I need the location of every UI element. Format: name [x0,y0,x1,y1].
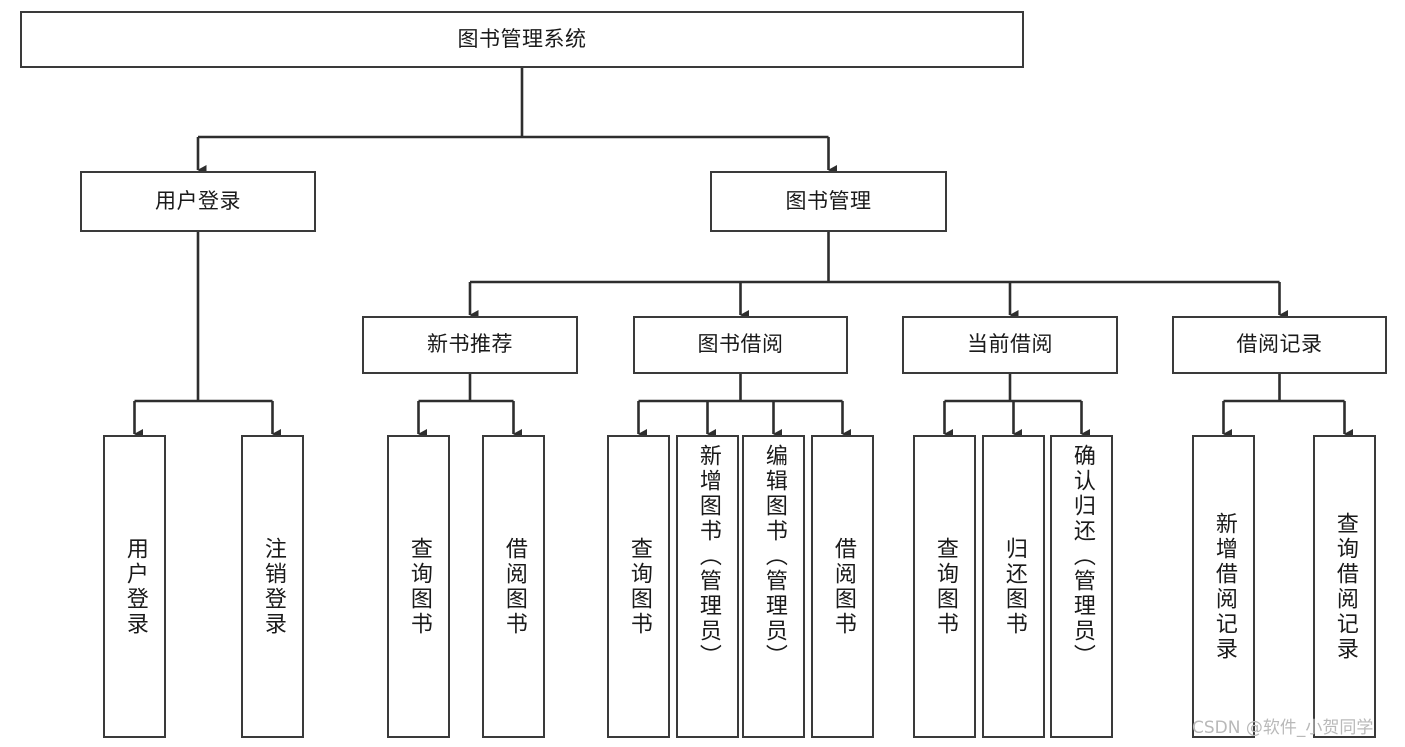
node-label: 新增借阅记录 [1211,511,1237,662]
node-label: 查询图书 [406,536,432,637]
node-current-borrow: 当前借阅 [902,316,1118,374]
node-root: 图书管理系统 [20,11,1024,68]
node-leaf-cb-query-book: 查询图书 [913,435,976,738]
node-leaf-br-query-record: 查询借阅记录 [1313,435,1376,738]
node-leaf-bb-edit-book: 编辑图书（管理员） [742,435,805,738]
node-label: 借阅记录 [1236,332,1323,357]
node-leaf-bb-add-book: 新增图书（管理员） [676,435,739,738]
node-leaf-rec-borrow-book: 借阅图书 [482,435,545,738]
node-label: 归还图书 [1001,536,1027,637]
node-new-book-rec: 新书推荐 [362,316,578,374]
node-label: 图书借阅 [697,332,784,357]
node-label: 新书推荐 [427,332,513,357]
node-leaf-bb-query-book: 查询图书 [607,435,670,738]
node-label: 查询借阅记录 [1332,511,1358,662]
node-label: 注销登录 [260,536,286,637]
node-leaf-user-login: 用户登录 [103,435,166,738]
node-label: 新增图书（管理员） [695,444,721,669]
node-label: 借阅图书 [830,536,856,637]
node-book-manage: 图书管理 [710,171,947,232]
node-label: 图书管理系统 [457,26,587,51]
watermark: CSDN @软件_小贺同学 [1192,718,1374,738]
node-label: 借阅图书 [501,536,527,637]
node-leaf-rec-query-book: 查询图书 [387,435,450,738]
node-label: 编辑图书（管理员） [761,444,787,669]
node-label: 确认归还（管理员） [1069,444,1095,669]
node-user-login: 用户登录 [80,171,316,232]
node-label: 查询图书 [932,536,958,637]
node-label: 查询图书 [626,536,652,637]
node-label: 用户登录 [155,188,241,213]
node-leaf-cb-return-book: 归还图书 [982,435,1045,738]
node-borrow-record: 借阅记录 [1172,316,1387,374]
node-leaf-cb-confirm-return: 确认归还（管理员） [1050,435,1113,738]
node-label: 用户登录 [122,536,148,637]
node-leaf-bb-borrow-book: 借阅图书 [811,435,874,738]
node-label: 当前借阅 [967,332,1053,357]
node-leaf-user-logout: 注销登录 [241,435,304,738]
node-leaf-br-add-record: 新增借阅记录 [1192,435,1255,738]
node-label: 图书管理 [785,188,872,213]
edges [133,68,1354,439]
node-book-borrow: 图书借阅 [633,316,848,374]
